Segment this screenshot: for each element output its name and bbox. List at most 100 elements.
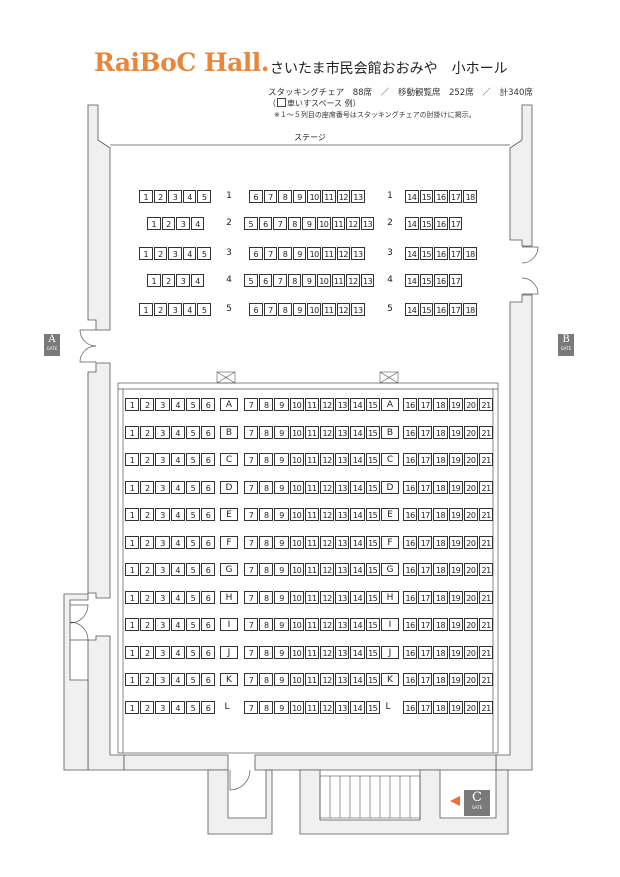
seat: 17 [418, 645, 433, 659]
seat: 13 [335, 398, 350, 411]
seat: 10 [317, 274, 331, 287]
seat: 17 [418, 590, 433, 604]
seat: 6 [201, 590, 216, 604]
wheelchair-space-icon [216, 371, 399, 384]
seat: 6 [201, 508, 216, 521]
seat: 11 [304, 535, 319, 549]
seat: 4 [190, 217, 205, 230]
seat: 14 [405, 217, 419, 230]
seat: 17 [418, 508, 433, 521]
row-label: I [381, 618, 399, 631]
seat: 3 [155, 508, 170, 521]
seat: 10 [289, 425, 304, 439]
row-label: F [220, 535, 238, 549]
seat: 8 [259, 453, 274, 466]
seat: 19 [448, 453, 463, 466]
seat: 18 [463, 303, 477, 316]
seat: 19 [448, 618, 463, 631]
seat: 14 [350, 645, 365, 659]
seat: 11 [304, 480, 319, 494]
seat: 14 [350, 508, 365, 521]
seat: 18 [433, 480, 448, 494]
seat: 10 [289, 480, 304, 494]
seat: 14 [405, 303, 419, 316]
seat: 5 [185, 398, 200, 411]
seat: 21 [479, 700, 494, 714]
seat: 4 [170, 480, 185, 494]
seat: 1 [139, 247, 153, 260]
count-divider: ／ [380, 88, 390, 98]
seat: 13 [360, 274, 375, 287]
seat: 4 [182, 247, 197, 260]
seat: 13 [335, 590, 350, 604]
seat: 4 [190, 274, 205, 287]
seat: 8 [259, 425, 274, 439]
legend-open: （ [268, 99, 276, 108]
seat: 13 [335, 425, 350, 439]
seat: 11 [304, 590, 319, 604]
seat: 7 [263, 303, 278, 316]
seat: 12 [320, 700, 335, 714]
seat: 7 [244, 453, 259, 466]
seat: 6 [201, 535, 216, 549]
row-label: 3 [226, 248, 232, 258]
seat: 7 [263, 190, 278, 203]
seat: 11 [304, 508, 319, 521]
row-label: L [224, 701, 230, 712]
seat: 11 [304, 425, 319, 439]
seat: 16 [434, 274, 448, 287]
seat: 13 [335, 535, 350, 549]
seat: 11 [304, 618, 319, 631]
seat: 14 [350, 700, 365, 714]
seat: 21 [479, 590, 494, 604]
seat: 17 [448, 190, 463, 203]
seat-number-note: ※１～５列目の座席番号はスタッキングチェアの肘掛けに掲示。 [274, 111, 476, 119]
seat: 2 [161, 274, 176, 287]
row-label: D [381, 480, 399, 494]
seat: 9 [292, 303, 307, 316]
seat: 11 [304, 563, 319, 576]
row-label: B [381, 425, 399, 439]
seat: 5 [185, 480, 200, 494]
seat: 15 [419, 274, 434, 287]
seat: 15 [419, 217, 434, 230]
seat: 16 [403, 453, 418, 466]
seat: 16 [403, 508, 418, 521]
row-label: 2 [387, 218, 393, 228]
seat: 10 [289, 700, 304, 714]
seat: 1 [125, 480, 140, 494]
seat: 20 [463, 425, 478, 439]
seat: 19 [448, 673, 463, 686]
gate-sub: GATE [560, 346, 572, 351]
seat: 16 [403, 398, 418, 411]
seat: 1 [139, 303, 153, 316]
seat: 12 [320, 618, 335, 631]
seat: 2 [140, 673, 155, 686]
seat: 15 [365, 590, 380, 604]
seat: 19 [448, 700, 463, 714]
seat: 12 [320, 645, 335, 659]
seat: 15 [365, 535, 380, 549]
seat: 21 [479, 480, 494, 494]
seat: 15 [365, 645, 380, 659]
hall-logo: RaiBoC Hall. [94, 48, 269, 77]
seat: 3 [155, 645, 170, 659]
seat: 17 [418, 563, 433, 576]
seat: 17 [418, 618, 433, 631]
seat: 12 [320, 563, 335, 576]
seat: 17 [448, 217, 463, 230]
seat: 8 [259, 480, 274, 494]
seat: 15 [365, 563, 380, 576]
seat: 6 [258, 274, 273, 287]
row-label: 2 [226, 218, 232, 228]
seat: 16 [434, 190, 448, 203]
seat: 3 [168, 247, 182, 260]
seat: 15 [365, 425, 380, 439]
seat: 13 [335, 480, 350, 494]
seat: 1 [125, 618, 140, 631]
seat: 2 [140, 700, 155, 714]
seat: 6 [258, 217, 273, 230]
seat: 20 [463, 398, 478, 411]
seat: 17 [418, 700, 433, 714]
